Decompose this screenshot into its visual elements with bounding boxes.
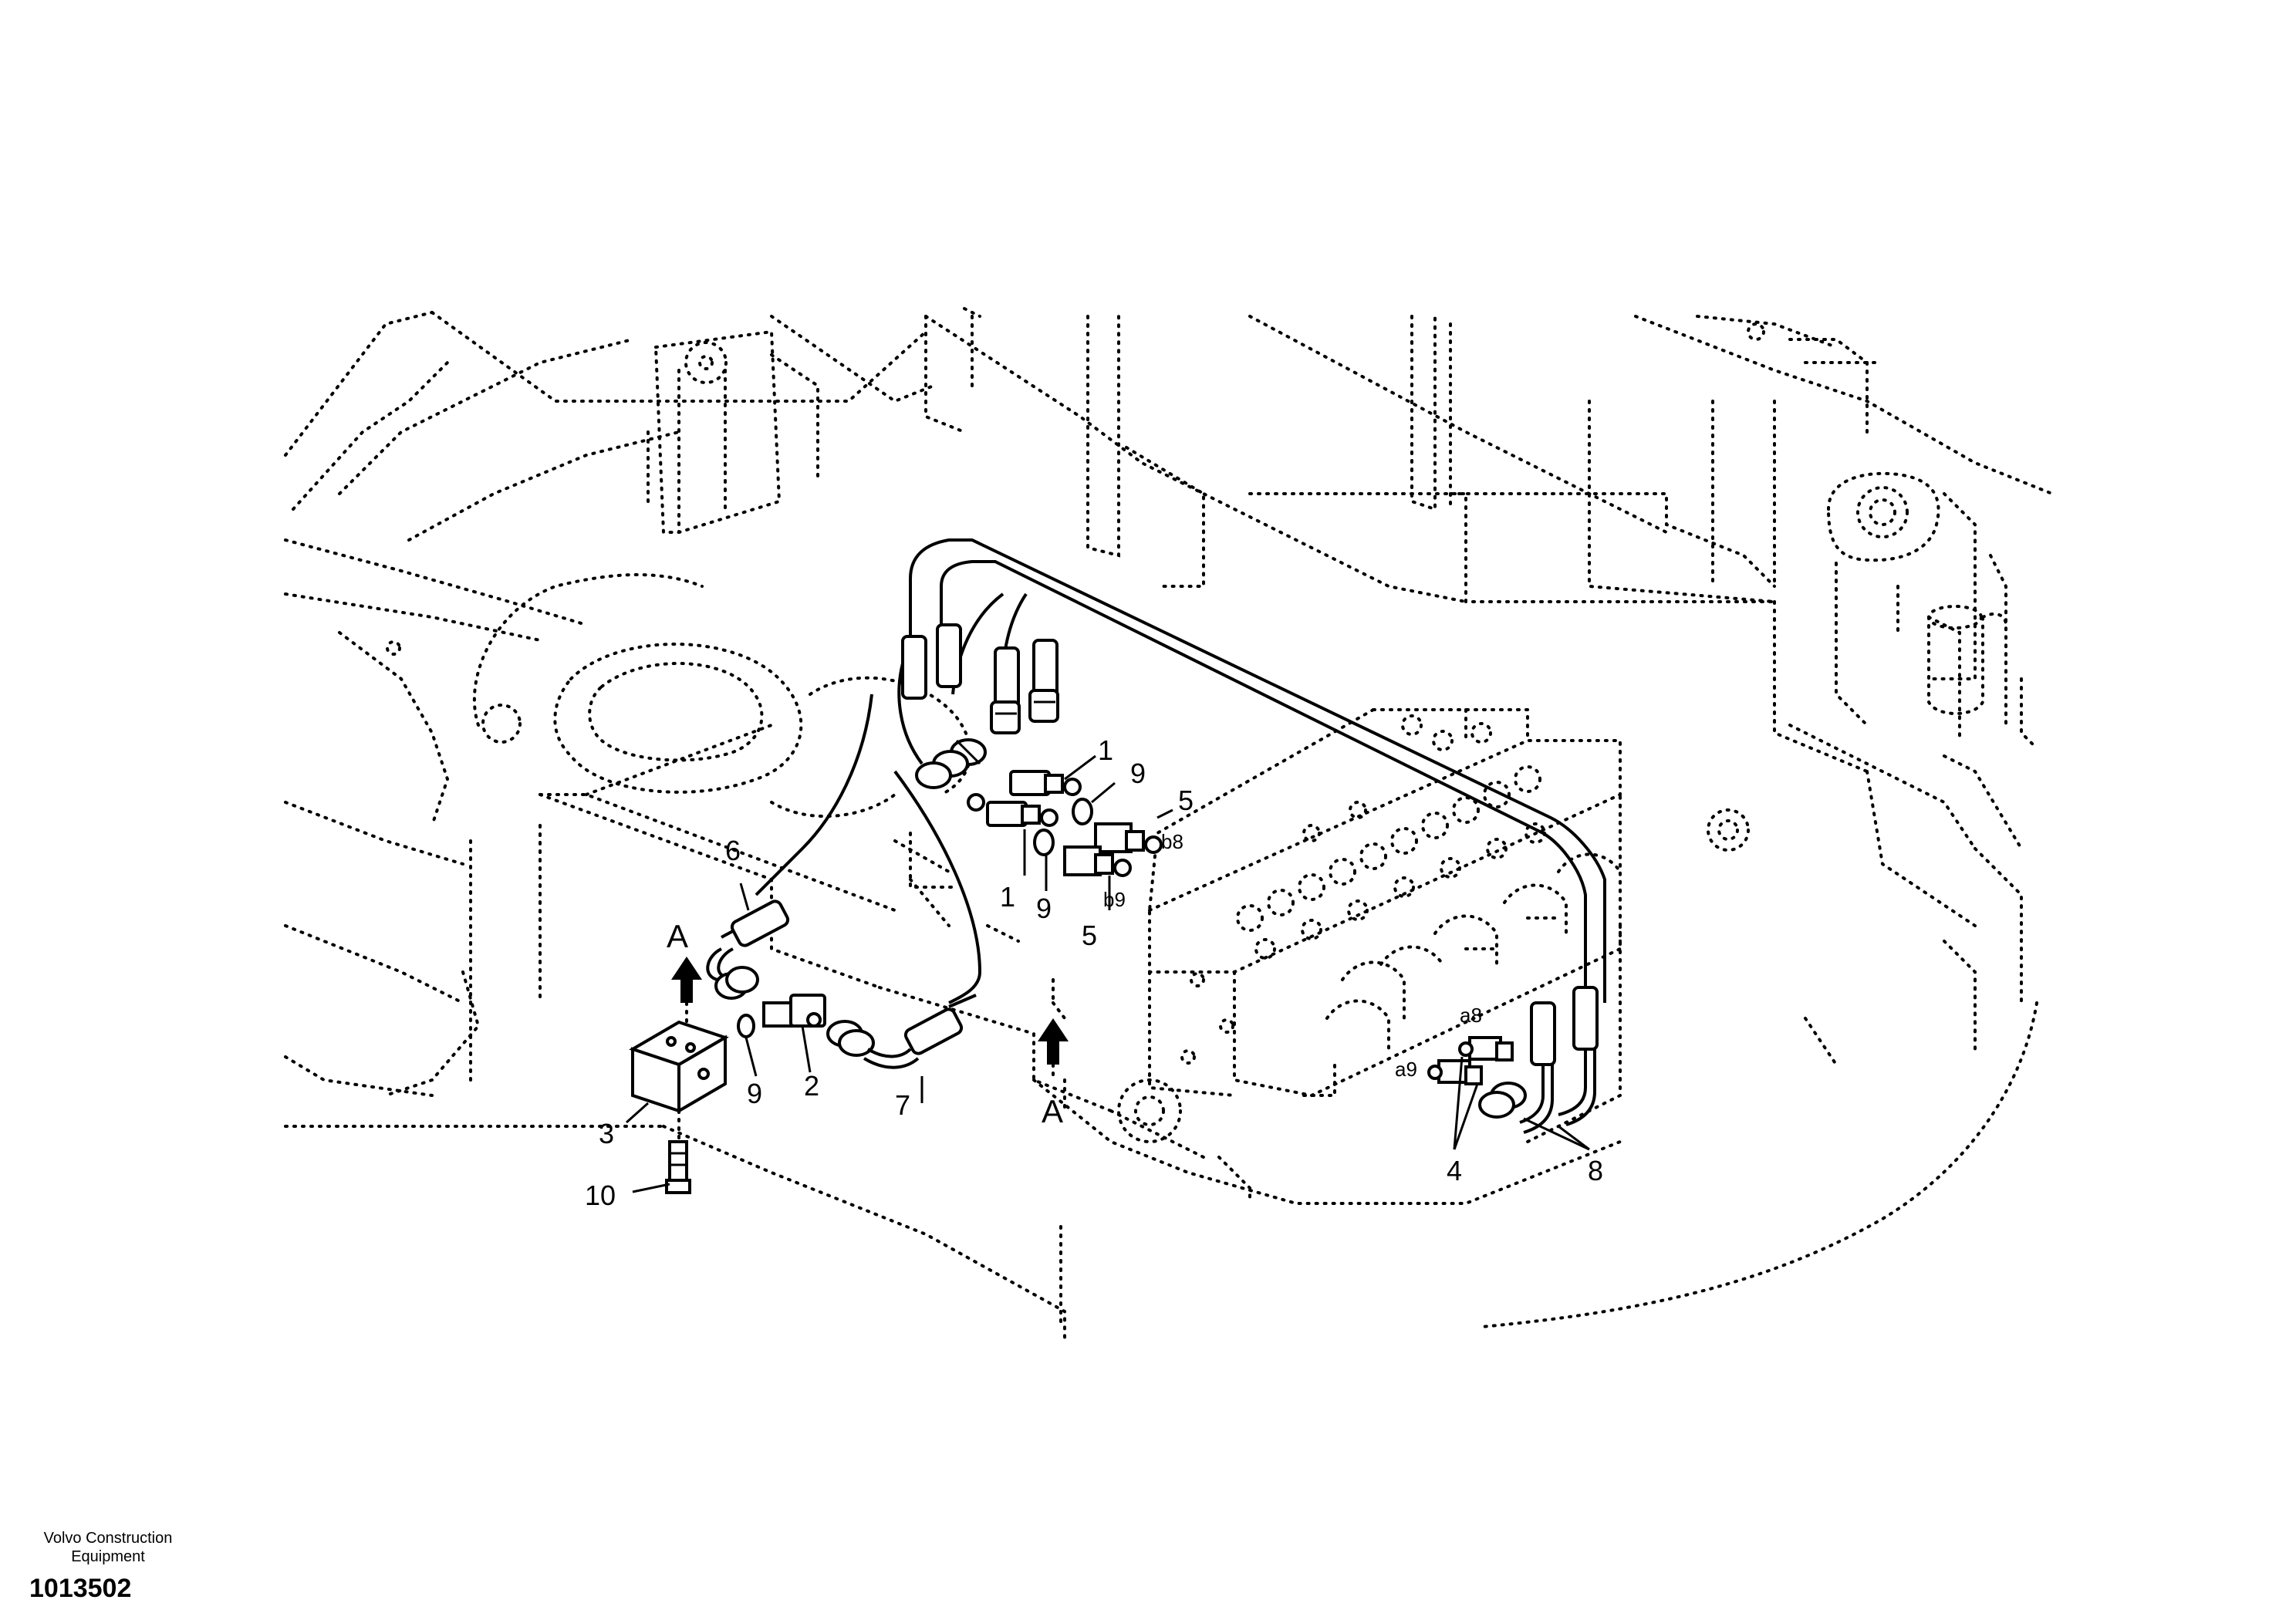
o-ring-9-upper bbox=[1072, 798, 1093, 825]
o-ring-9-lower bbox=[737, 1014, 755, 1038]
label-9-upper: 9 bbox=[1130, 758, 1146, 789]
frame-background bbox=[284, 307, 2054, 1344]
label-port-b8: b8 bbox=[1161, 830, 1183, 853]
label-view-a-center: A bbox=[1042, 1093, 1063, 1129]
document-number: 1013502 bbox=[29, 1574, 132, 1603]
adapter-2 bbox=[762, 994, 826, 1028]
o-ring-9-middle bbox=[1033, 829, 1055, 856]
adapter-1-lower bbox=[967, 793, 1059, 827]
label-5-upper: 5 bbox=[1178, 785, 1194, 816]
label-view-a-left: A bbox=[667, 918, 688, 954]
mounting-block-3 bbox=[629, 1020, 729, 1114]
control-valve-block bbox=[1148, 708, 1622, 1098]
label-4: 4 bbox=[1447, 1155, 1462, 1186]
label-port-a8: a8 bbox=[1460, 1004, 1482, 1027]
label-1-upper: 1 bbox=[1098, 734, 1113, 766]
part-labels: 1 9 5 b8 b9 1 9 5 6 A 9 2 7 A 3 10 a8 a9… bbox=[585, 734, 1603, 1211]
pilot-hoses bbox=[755, 538, 1606, 1004]
view-arrow-a-center bbox=[1038, 978, 1069, 1328]
label-3: 3 bbox=[599, 1118, 614, 1149]
label-1-lower: 1 bbox=[1000, 881, 1015, 913]
leader-lines bbox=[626, 754, 1590, 1193]
elbow-fitting-left bbox=[714, 966, 759, 1000]
label-10: 10 bbox=[585, 1180, 616, 1211]
adapter-5-b9 bbox=[1063, 845, 1132, 877]
bolt-10 bbox=[665, 1140, 691, 1194]
view-arrow-a-left bbox=[671, 957, 702, 1035]
label-port-a9: a9 bbox=[1395, 1058, 1417, 1081]
adapter-1-upper bbox=[1009, 770, 1082, 796]
label-9-middle: 9 bbox=[1036, 893, 1052, 924]
upper-hose-fittings bbox=[901, 623, 1059, 734]
label-5-lower: 5 bbox=[1082, 920, 1097, 951]
label-port-b9: b9 bbox=[1103, 888, 1126, 911]
label-8: 8 bbox=[1588, 1155, 1603, 1186]
brand-caption: Volvo Construction Equipment bbox=[43, 1530, 173, 1565]
elbow-fittings-8 bbox=[1478, 1082, 1527, 1119]
label-9-lower: 9 bbox=[747, 1078, 762, 1109]
label-2: 2 bbox=[804, 1070, 819, 1102]
adapter-5-b8 bbox=[1094, 822, 1163, 854]
adapters-4 bbox=[1427, 1036, 1514, 1085]
hose-7 bbox=[826, 994, 977, 1069]
valve-port-circles bbox=[1236, 714, 1546, 960]
elbow-nipples-top bbox=[915, 738, 987, 789]
label-7: 7 bbox=[895, 1089, 910, 1121]
label-6: 6 bbox=[725, 835, 741, 866]
valve-spool-caps bbox=[1325, 852, 1622, 1051]
hose-fittings-right bbox=[1519, 986, 1599, 1134]
